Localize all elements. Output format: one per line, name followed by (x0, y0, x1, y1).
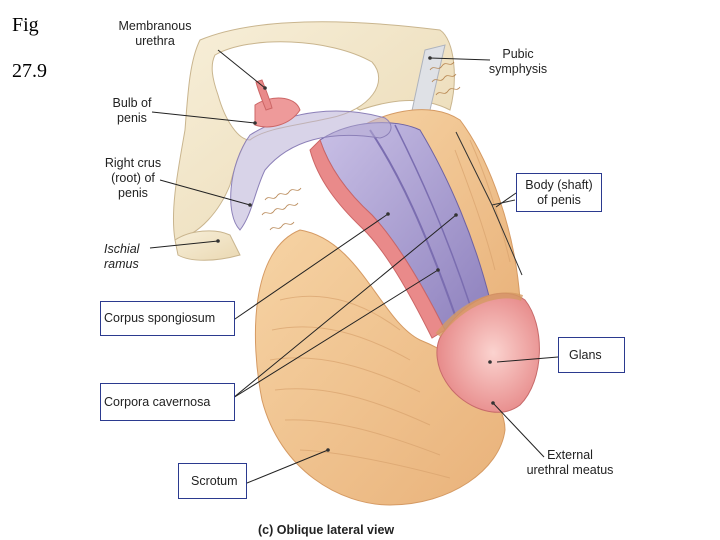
label-line: urethra (135, 34, 175, 48)
label-line: External (547, 448, 593, 462)
figure-number: 27.9 (12, 60, 47, 82)
label-line: Bulb of (112, 96, 152, 110)
label-external-urethral-meatus: External urethral meatus (521, 448, 619, 478)
label-line: symphysis (488, 62, 548, 76)
label-line: penis (118, 186, 148, 200)
label-corpora-cavernosa: Corpora cavernosa (100, 383, 235, 421)
membranous-urethra-shape (255, 79, 273, 111)
label-line: penis (117, 111, 147, 125)
label-pubic-symphysis: Pubic symphysis (484, 47, 552, 77)
label-corpus-spongiosum: Corpus spongiosum (100, 301, 235, 336)
corpus-spongiosum-shape (309, 139, 446, 339)
cavernosa-inner (369, 129, 456, 316)
label-line: Ischial (104, 242, 140, 256)
label-line: Pubic (502, 47, 534, 61)
label-line: (root) of (111, 171, 155, 185)
label-scrotum: Scrotum (178, 463, 247, 499)
figure-label: Fig (12, 14, 39, 36)
scrotum-shape (254, 229, 506, 506)
label-membranous-urethra: Membranous urethra (110, 19, 200, 49)
label-ischial-ramus: Ischial ramus (104, 242, 139, 272)
label-line: Membranous (118, 19, 192, 33)
label-line: urethral meatus (526, 463, 614, 477)
label-glans: Glans (558, 337, 625, 373)
label-line: Right crus (104, 156, 162, 170)
ischial-ramus-bone (174, 230, 241, 261)
shaft-folds (454, 139, 511, 271)
crus-shape (230, 110, 392, 231)
label-body-shaft: Body (shaft) of penis (516, 173, 602, 212)
figure-caption: (c) Oblique lateral view (258, 523, 395, 537)
body-bracket (455, 131, 523, 276)
pubic-hair (261, 61, 461, 231)
prepuce-edge (435, 292, 524, 337)
label-right-crus: Right crus (root) of penis (100, 156, 166, 201)
label-line: Body (shaft) (525, 178, 593, 192)
leader-dots (216, 56, 495, 452)
label-line: ramus (104, 257, 139, 271)
scrotum-folds (269, 295, 451, 479)
cavernosa-inner-2 (394, 124, 471, 306)
label-line: of penis (537, 193, 581, 207)
label-bulb-of-penis: Bulb of penis (108, 96, 156, 126)
leader-lines (149, 49, 559, 484)
